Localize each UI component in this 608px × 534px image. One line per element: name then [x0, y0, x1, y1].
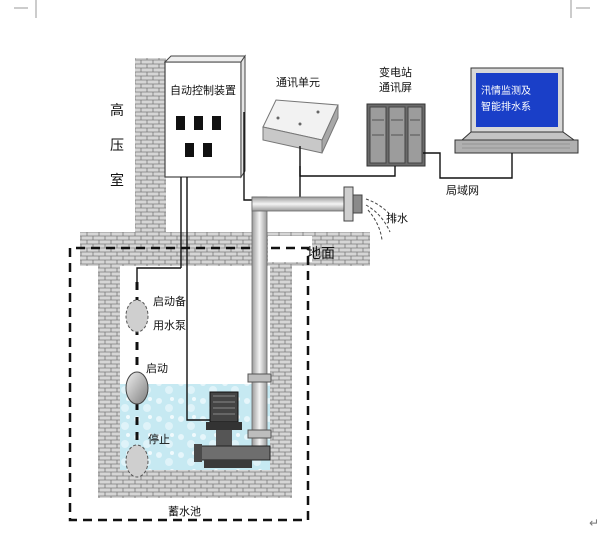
reservoir-label: 蓄水池	[168, 505, 201, 518]
line-lan	[423, 152, 513, 179]
cabinet-indicator-3	[212, 116, 221, 130]
substation-label-1: 变电站	[379, 65, 412, 79]
line-comm-to-substation	[299, 166, 396, 177]
substation-label-2: 通讯屏	[379, 81, 412, 94]
water-pump	[194, 391, 271, 468]
float-backup-start	[125, 299, 149, 333]
cabinet-indicator-5	[203, 143, 212, 157]
drain-label: 排水	[386, 211, 408, 225]
ground-label: 地面	[307, 246, 335, 262]
substation-screen-cabinet	[366, 103, 426, 167]
cabinet-top	[163, 55, 246, 63]
pipe-flange-lower	[247, 429, 272, 439]
discharge-pipe-vertical	[251, 196, 268, 453]
outlet-nozzle	[352, 194, 363, 214]
monitor-label-1: 汛情监测及	[481, 84, 531, 97]
lan-label: 局域网	[446, 184, 479, 197]
drain-spray	[365, 198, 397, 241]
corner-mark-right	[570, 0, 590, 18]
comm-unit-label: 通讯单元	[276, 76, 320, 89]
float-cable-top	[136, 267, 181, 282]
auto-control-label: 自动控制装置	[170, 83, 236, 97]
monitoring-laptop	[454, 67, 579, 154]
cabinet-indicator-4	[185, 143, 194, 157]
stop-label: 停止	[148, 432, 170, 446]
start-backup-label-1: 启动备	[153, 294, 186, 308]
cabinet-indicator-2	[194, 116, 203, 130]
pipe-flange-upper	[247, 373, 272, 383]
reservoir-right-wall	[270, 266, 292, 486]
float-start	[125, 371, 149, 405]
high-voltage-room-label-2: 压	[110, 138, 124, 154]
comm-unit-box	[262, 99, 339, 154]
high-voltage-room-wall	[135, 58, 166, 248]
high-voltage-room-label-1: 高	[110, 102, 124, 119]
laptop-screen	[476, 73, 558, 127]
reservoir-floor	[98, 470, 292, 498]
monitor-label-2: 智能排水系	[481, 100, 531, 113]
paragraph-mark: ↵	[589, 516, 599, 530]
outlet-flange	[343, 186, 354, 222]
corner-mark-left	[14, 0, 37, 18]
start-label: 启动	[146, 362, 168, 375]
cabinet-indicator-1	[176, 116, 185, 130]
start-backup-label-2: 用水泵	[153, 319, 186, 332]
reservoir-boundary	[68, 246, 310, 522]
reservoir-left-wall	[98, 266, 120, 486]
discharge-pipe-horizontal	[251, 196, 353, 212]
high-voltage-room-label-3: 室	[110, 172, 124, 189]
float-stop	[125, 444, 149, 478]
